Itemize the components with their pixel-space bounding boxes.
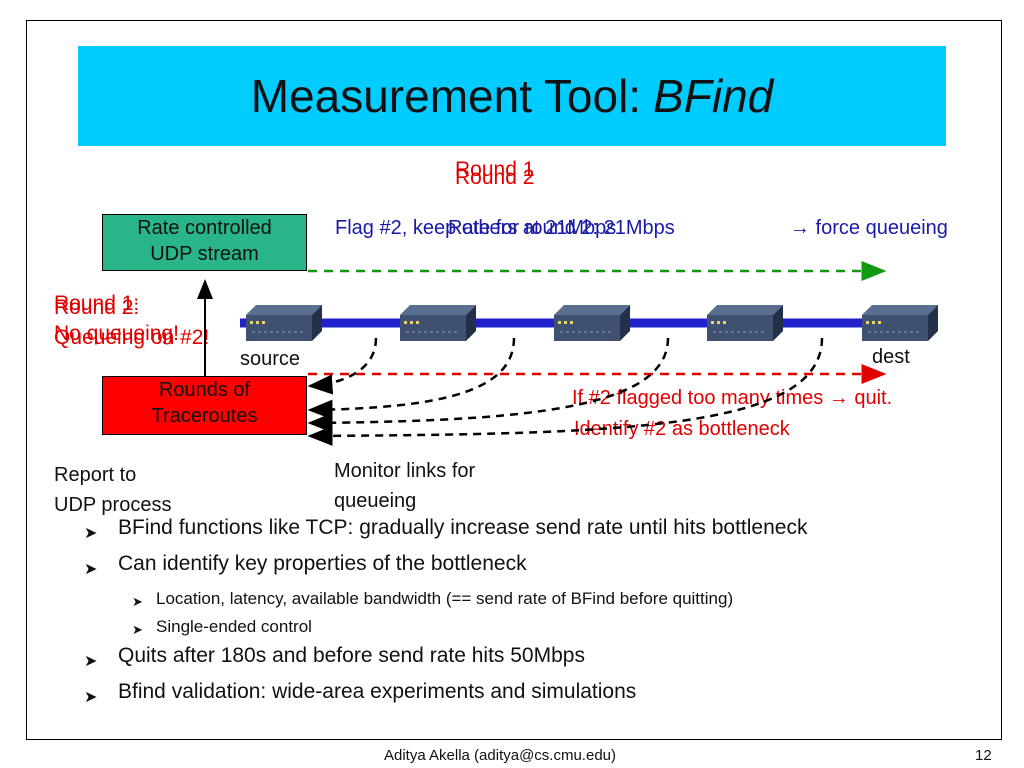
bullet-arrow-icon: ➤ [132, 594, 143, 609]
sub-bullet-item: ➤ Single-ended control [132, 617, 984, 639]
title-italic: BFind [653, 70, 774, 122]
bullet-arrow-icon: ➤ [84, 561, 98, 578]
flag-line-overlap: Rate for round 2: 21Mbps [448, 217, 675, 239]
dest-label: dest [872, 346, 910, 368]
bullet-arrow-icon: ➤ [84, 689, 98, 706]
reply-arrow-hop2 [307, 337, 516, 420]
bullet-item: ➤ Can identify key properties of the bot… [84, 553, 984, 581]
traceroute-box-line-2: Traceroutes [151, 405, 258, 427]
round-label-top-b: Round 2 [455, 166, 535, 189]
report-label-line-1: Report to [54, 464, 137, 486]
queue-text-a: No queueing! [54, 322, 179, 345]
bullet-item: ➤ Bfind validation: wide-area experiment… [84, 681, 984, 709]
slide-title: Measurement Tool: BFind [78, 46, 946, 146]
footer-author: Aditya Akella (aditya@cs.cmu.edu) [384, 747, 616, 764]
router-icon [861, 304, 939, 342]
udp-stream-box: Rate controlled UDP stream [102, 214, 307, 271]
flag-line-prefix: Flag #2, keep others at 21Mbps [335, 217, 617, 239]
round-left-a: Round 1: [54, 292, 140, 315]
bullet-arrow-icon: ➤ [132, 622, 143, 637]
router-icon [245, 304, 323, 342]
monitor-label-line-2: queueing [334, 490, 417, 512]
queue-text-b: Queueing on #2! [54, 326, 210, 349]
reply-arrow-hop4 [307, 337, 824, 446]
bullet-text: Bfind validation: wide-area experiments … [118, 680, 637, 703]
bullet-arrow-icon: ➤ [84, 525, 98, 542]
reply-arrow-hop3 [307, 337, 670, 433]
router-icon [706, 304, 784, 342]
bullet-item: ➤ Quits after 180s and before send rate … [84, 645, 984, 673]
sub-bullet-text: Single-ended control [156, 617, 312, 636]
bullet-item: ➤ BFind functions like TCP: gradually in… [84, 517, 984, 545]
udp-box-line-2: UDP stream [150, 243, 259, 265]
round-label-top-a: Round 1 [455, 158, 535, 181]
bullet-text: BFind functions like TCP: gradually incr… [118, 516, 808, 539]
flag-line-suffix: → force queueing [790, 217, 948, 239]
monitor-label: Monitor links for queueing [334, 456, 475, 516]
report-label-line-2: UDP process [54, 494, 172, 516]
title-plain: Measurement Tool: [250, 70, 642, 122]
router-icon [399, 304, 477, 342]
quit-line: If #2 flagged too many times → quit. [572, 387, 893, 409]
traceroute-box: Rounds of Traceroutes [102, 376, 307, 435]
slide-frame [26, 20, 1002, 740]
router-icon [553, 304, 631, 342]
sub-bullet-text: Location, latency, available bandwidth (… [156, 589, 734, 608]
round-left-b: Round 2: [54, 296, 140, 319]
identify-line: Identify #2 as bottleneck [574, 418, 790, 440]
bullet-text: Quits after 180s and before send rate hi… [118, 644, 585, 667]
traceroute-box-line-1: Rounds of [158, 379, 251, 401]
source-label: source [240, 348, 301, 370]
udp-box-line-1: Rate controlled [137, 217, 272, 239]
reply-arrow-hop1 [307, 337, 378, 395]
bullet-text: Can identify key properties of the bottl… [118, 552, 527, 575]
bullet-arrow-icon: ➤ [84, 653, 98, 670]
report-label: Report to UDP process [54, 460, 171, 520]
monitor-label-line-1: Monitor links for [334, 460, 476, 482]
sub-bullet-item: ➤ Location, latency, available bandwidth… [132, 589, 984, 611]
bullet-list: ➤ BFind functions like TCP: gradually in… [84, 517, 984, 717]
page-number: 12 [975, 747, 992, 764]
